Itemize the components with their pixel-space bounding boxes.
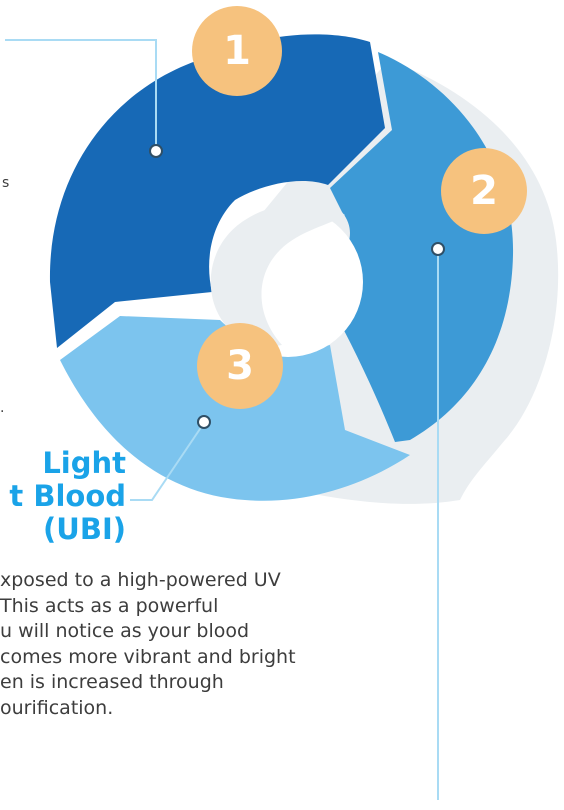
hole-shadow	[210, 203, 345, 346]
description-line: This acts as a powerful	[0, 594, 219, 617]
description-line: ourification.	[0, 696, 114, 719]
badge-1-number: 1	[223, 28, 251, 74]
step-3-title-line-3: (UBI)	[43, 512, 126, 546]
badge-3: 3	[197, 323, 283, 409]
step-3-title-line-2: t Blood	[9, 479, 126, 513]
step-3-title-line-1: Light	[42, 446, 126, 480]
left-fragment-1: s	[2, 175, 10, 191]
connector-1-dot	[149, 144, 163, 158]
description-line: en is increased through	[0, 671, 224, 693]
badge-3-number: 3	[226, 343, 254, 389]
description-line: u will notice as your blood	[0, 620, 250, 642]
left-fragment-2: .	[0, 400, 5, 416]
step-3-description: xposed to a high-powered UV This acts as…	[0, 568, 420, 721]
connector-1	[5, 39, 157, 150]
badge-1: 1	[192, 6, 282, 96]
segment-1	[49, 34, 385, 348]
connector-3	[130, 422, 205, 501]
badge-2: 2	[441, 148, 527, 234]
connector-2-dot	[431, 242, 445, 256]
description-line: xposed to a high-powered UV	[0, 569, 281, 591]
segment-2	[322, 52, 514, 442]
connector-3-dot	[197, 415, 211, 429]
badge-2-number: 2	[470, 168, 498, 214]
description-line: comes more vibrant and bright	[0, 645, 296, 668]
